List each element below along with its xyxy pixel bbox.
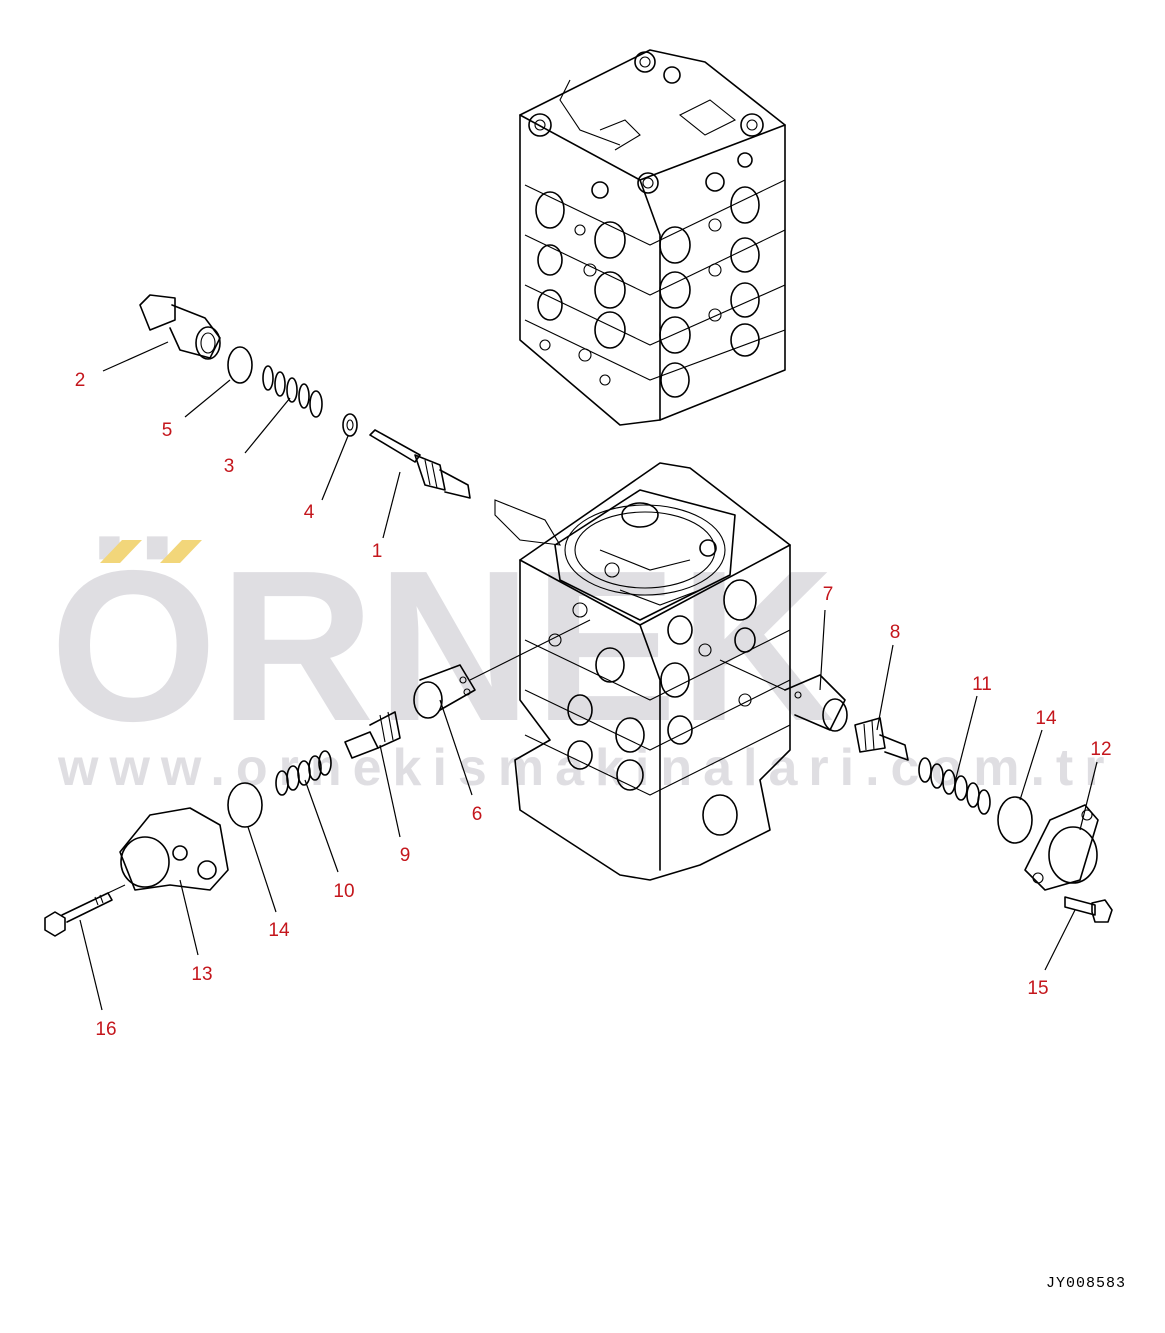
watermark-umlaut-left — [100, 540, 142, 563]
part-6-sleeve — [413, 664, 476, 719]
callout-4: 4 — [304, 502, 315, 523]
callout-2: 2 — [75, 370, 86, 391]
callout-8: 8 — [890, 622, 901, 643]
watermark-umlaut-right — [160, 540, 202, 563]
part-4-washer — [342, 413, 358, 437]
part-14-o-ring-left — [227, 782, 263, 828]
part-13-cover — [119, 807, 229, 891]
callout-9: 9 — [400, 845, 411, 866]
callout-7: 7 — [823, 584, 834, 605]
callout-15: 15 — [1027, 978, 1048, 999]
part-14-o-ring-right — [997, 796, 1033, 844]
callout-13: 13 — [191, 964, 212, 985]
callout-10: 10 — [333, 881, 354, 902]
callout-11: 11 — [972, 674, 992, 695]
part-10-spring — [275, 750, 332, 796]
callout-16: 16 — [95, 1019, 116, 1040]
part-7-sleeve — [784, 674, 848, 732]
callout-14-right: 14 — [1035, 708, 1057, 729]
callout-6: 6 — [472, 804, 483, 825]
part-15-bolt — [1064, 896, 1113, 923]
part-2-plug — [139, 294, 221, 360]
part-3-spring — [262, 365, 323, 418]
callout-5: 5 — [162, 420, 173, 441]
part-9-plunger — [344, 711, 401, 759]
upper-valve-block — [519, 49, 786, 426]
part-11-spring — [918, 757, 991, 815]
axis-lines — [107, 619, 786, 894]
part-12-cover — [1024, 804, 1099, 891]
part-8-plunger — [854, 717, 909, 761]
callout-3: 3 — [224, 456, 235, 477]
watermark-brand: ÖRNEK — [50, 525, 836, 766]
callout-14-left: 14 — [268, 920, 290, 941]
callouts: 1 2 3 4 5 6 7 8 9 10 11 12 13 14 14 15 1… — [75, 370, 1112, 1040]
part-16-bolt — [44, 892, 113, 937]
part-5-o-ring — [227, 346, 253, 384]
part-1-spool — [369, 429, 562, 546]
watermark-url: www.ornekismakinalari.com.tr — [57, 739, 1115, 797]
lower-valve-block — [514, 462, 791, 881]
drawing-code: JY008583 — [1046, 1275, 1126, 1292]
callout-1: 1 — [372, 541, 383, 562]
callout-12: 12 — [1090, 739, 1111, 760]
watermark: ÖRNEK www.ornekismakinalari.com.tr — [50, 525, 1115, 797]
leader-lines — [79, 341, 1098, 1011]
